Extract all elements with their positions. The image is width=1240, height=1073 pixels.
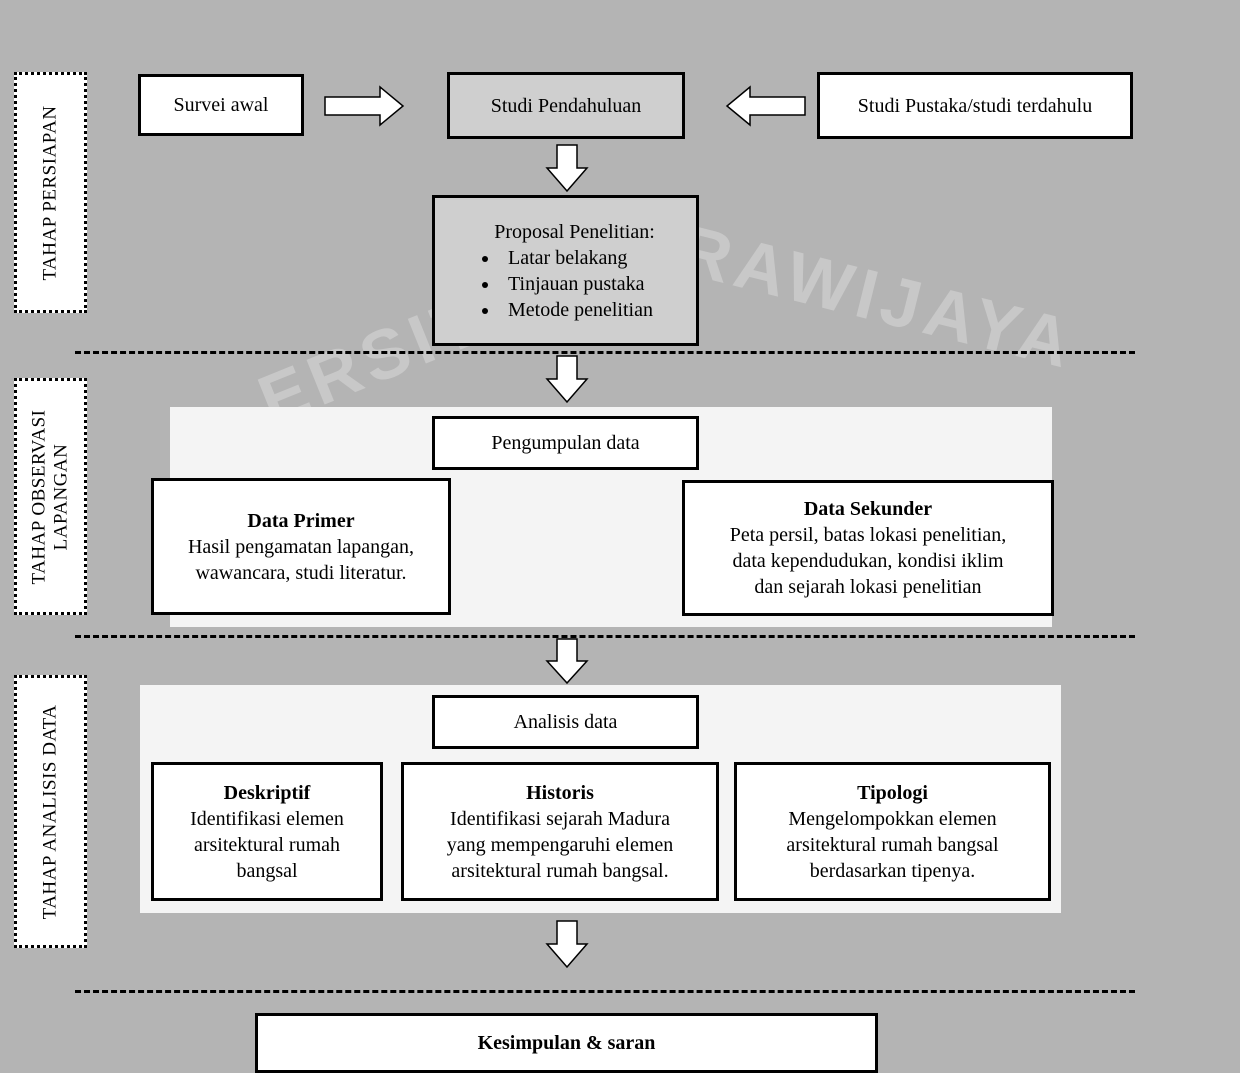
historis-box: Historis Identifikasi sejarah Madura yan…: [401, 762, 719, 901]
arrow-down-icon: [545, 355, 589, 404]
separator-line: [75, 990, 1135, 993]
arrow-right-icon: [324, 85, 405, 127]
stage-label-persiapan: TAHAP PERSIAPAN: [14, 72, 87, 313]
pengumpulan-data-label: Pengumpulan data: [491, 432, 640, 454]
studi-pendahuluan-label: Studi Pendahuluan: [490, 94, 642, 117]
list-item: Metode penelitian: [500, 297, 653, 323]
tipologi-line: Mengelompokkan elemen: [788, 807, 997, 830]
arrow-down-icon: [545, 638, 589, 685]
data-primer-line: Hasil pengamatan lapangan,: [187, 535, 415, 558]
arrow-left-icon: [725, 85, 806, 127]
tipologi-box: Tipologi Mengelompokkan elemen arsitektu…: [734, 762, 1051, 901]
stage-label-observasi: TAHAP OBSERVASI LAPANGAN: [14, 378, 87, 615]
survei-awal-label: Survei awal: [173, 94, 269, 116]
arrow-down-icon: [545, 144, 589, 193]
data-primer-line: wawancara, studi literatur.: [195, 561, 407, 584]
tipologi-line: arsitektural rumah bangsal: [786, 833, 999, 856]
tipologi-title: Tipologi: [857, 781, 928, 804]
tipologi-line: berdasarkan tipenya.: [809, 859, 976, 882]
data-sekunder-title: Data Sekunder: [803, 498, 933, 520]
data-sekunder-line: dan sejarah lokasi penelitian: [754, 576, 982, 598]
stage-text: TAHAP PERSIAPAN: [39, 104, 61, 281]
separator-line: [75, 635, 1135, 638]
studi-pustaka-box: Studi Pustaka/studi terdahulu: [817, 72, 1133, 139]
data-sekunder-line: data kependudukan, kondisi iklim: [732, 550, 1004, 572]
pengumpulan-data-box: Pengumpulan data: [432, 416, 699, 470]
historis-title: Historis: [526, 781, 594, 804]
proposal-list: Latar belakang Tinjauan pustaka Metode p…: [478, 245, 653, 323]
arrow-down-icon: [545, 920, 589, 969]
analisis-data-box: Analisis data: [432, 695, 699, 749]
survei-awal-box: Survei awal: [138, 74, 304, 136]
list-item: Latar belakang: [500, 245, 653, 271]
deskriptif-line: Identifikasi elemen: [190, 807, 344, 830]
stage-label-analisis: TAHAP ANALISIS DATA: [14, 675, 87, 948]
deskriptif-title: Deskriptif: [223, 781, 311, 804]
kesimpulan-label: Kesimpulan & saran: [477, 1032, 656, 1054]
list-item: Tinjauan pustaka: [500, 271, 653, 297]
stage-text: TAHAP ANALISIS DATA: [39, 704, 61, 919]
data-sekunder-box: Data Sekunder Peta persil, batas lokasi …: [682, 480, 1054, 616]
separator-line: [75, 351, 1135, 354]
deskriptif-line: bangsal: [236, 859, 298, 882]
proposal-title: Proposal Penelitian:: [494, 220, 655, 243]
proposal-box: Proposal Penelitian: Latar belakang Tinj…: [432, 195, 699, 346]
kesimpulan-box: Kesimpulan & saran: [255, 1013, 878, 1073]
deskriptif-box: Deskriptif Identifikasi elemen arsitektu…: [151, 762, 383, 901]
historis-line: Identifikasi sejarah Madura: [450, 807, 670, 830]
data-primer-title: Data Primer: [247, 509, 355, 532]
data-sekunder-line: Peta persil, batas lokasi penelitian,: [729, 524, 1007, 546]
historis-line: yang mempengaruhi elemen: [446, 833, 674, 856]
deskriptif-line: arsitektural rumah: [193, 833, 341, 856]
analisis-data-label: Analisis data: [513, 711, 618, 733]
stage-text: TAHAP OBSERVASI LAPANGAN: [29, 409, 73, 584]
studi-pustaka-label: Studi Pustaka/studi terdahulu: [857, 94, 1093, 117]
stage-text-line2: LAPANGAN: [50, 443, 72, 550]
stage-text-line1: TAHAP OBSERVASI: [28, 409, 50, 584]
studi-pendahuluan-box: Studi Pendahuluan: [447, 72, 685, 139]
data-primer-box: Data Primer Hasil pengamatan lapangan, w…: [151, 478, 451, 615]
historis-line: arsitektural rumah bangsal.: [451, 859, 669, 882]
